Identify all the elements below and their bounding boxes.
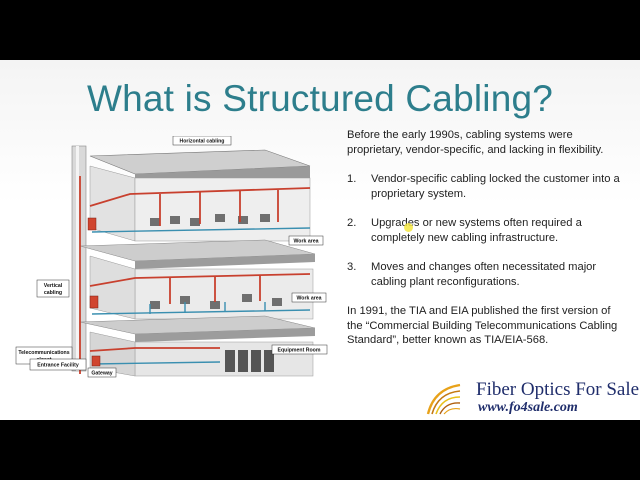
list-number: 1. [347,173,357,185]
middle-floor-furniture [150,294,282,309]
svg-text:Telecommunications: Telecommunications [18,350,69,356]
slide-title: What is Structured Cabling? [86,78,554,119]
list-item: 1. Vendor-specific cabling locked the cu… [347,172,629,201]
label-equipment-room: Equipment Room [271,344,328,355]
logo-website: www.fo4sale.com [478,400,578,415]
equipment-racks [225,350,274,372]
svg-text:cabling: cabling [44,290,62,296]
top-floor [134,177,311,242]
top-floor-furniture [150,214,270,226]
svg-text:Work area: Work area [297,296,322,302]
svg-text:Gateway: Gateway [91,371,112,377]
label-horizontal-cabling: Horizontal cabling [172,136,232,146]
svg-text:Vertical: Vertical [44,283,63,289]
outro-paragraph: In 1991, the TIA and EIA published the f… [347,305,618,346]
building-cabling-diagram: Horizontal cabling Work area Work area V… [15,136,328,378]
blue-cabling [91,227,311,365]
list-number: 2. [347,217,357,229]
intro-paragraph: Before the early 1990s, cabling systems … [347,129,604,156]
slide: What is Structured Cabling? [0,60,640,420]
label-work-area-2: Work area [291,292,327,303]
svg-text:Equipment Room: Equipment Room [278,348,321,354]
entrance-facility-callout: Entrance Facility [29,358,87,371]
list-number: 3. [347,261,357,273]
fiber-fan-icon [426,383,461,415]
label-work-area-1: Work area [288,235,324,246]
mouse-pointer-highlight [404,223,413,232]
logo-company-name: Fiber Optics For Sale Co. [476,379,640,400]
logo-graphic [424,381,464,416]
list-item: 2. Upgrades or new systems often require… [347,216,629,245]
svg-text:Horizontal cabling: Horizontal cabling [180,139,225,145]
list-text: Vendor-specific cabling locked the custo… [371,173,620,200]
slide-body: Before the early 1990s, cabling systems … [347,128,629,348]
svg-text:Work area: Work area [294,239,319,245]
telecom-boxes [87,217,101,367]
company-logo: Fiber Optics For Sale Co. www.fo4sale.co… [424,378,640,418]
list-text: Moves and changes often necessitated maj… [371,261,597,288]
red-cabling [79,176,311,374]
label-vertical-cabling: Vertical cabling [36,279,70,298]
list-item: 3. Moves and changes often necessitated … [347,260,629,289]
svg-text:Entrance Facility: Entrance Facility [37,363,79,369]
list-text: Upgrades or new systems often required a… [371,217,582,244]
label-gateway: Gateway [87,367,117,378]
